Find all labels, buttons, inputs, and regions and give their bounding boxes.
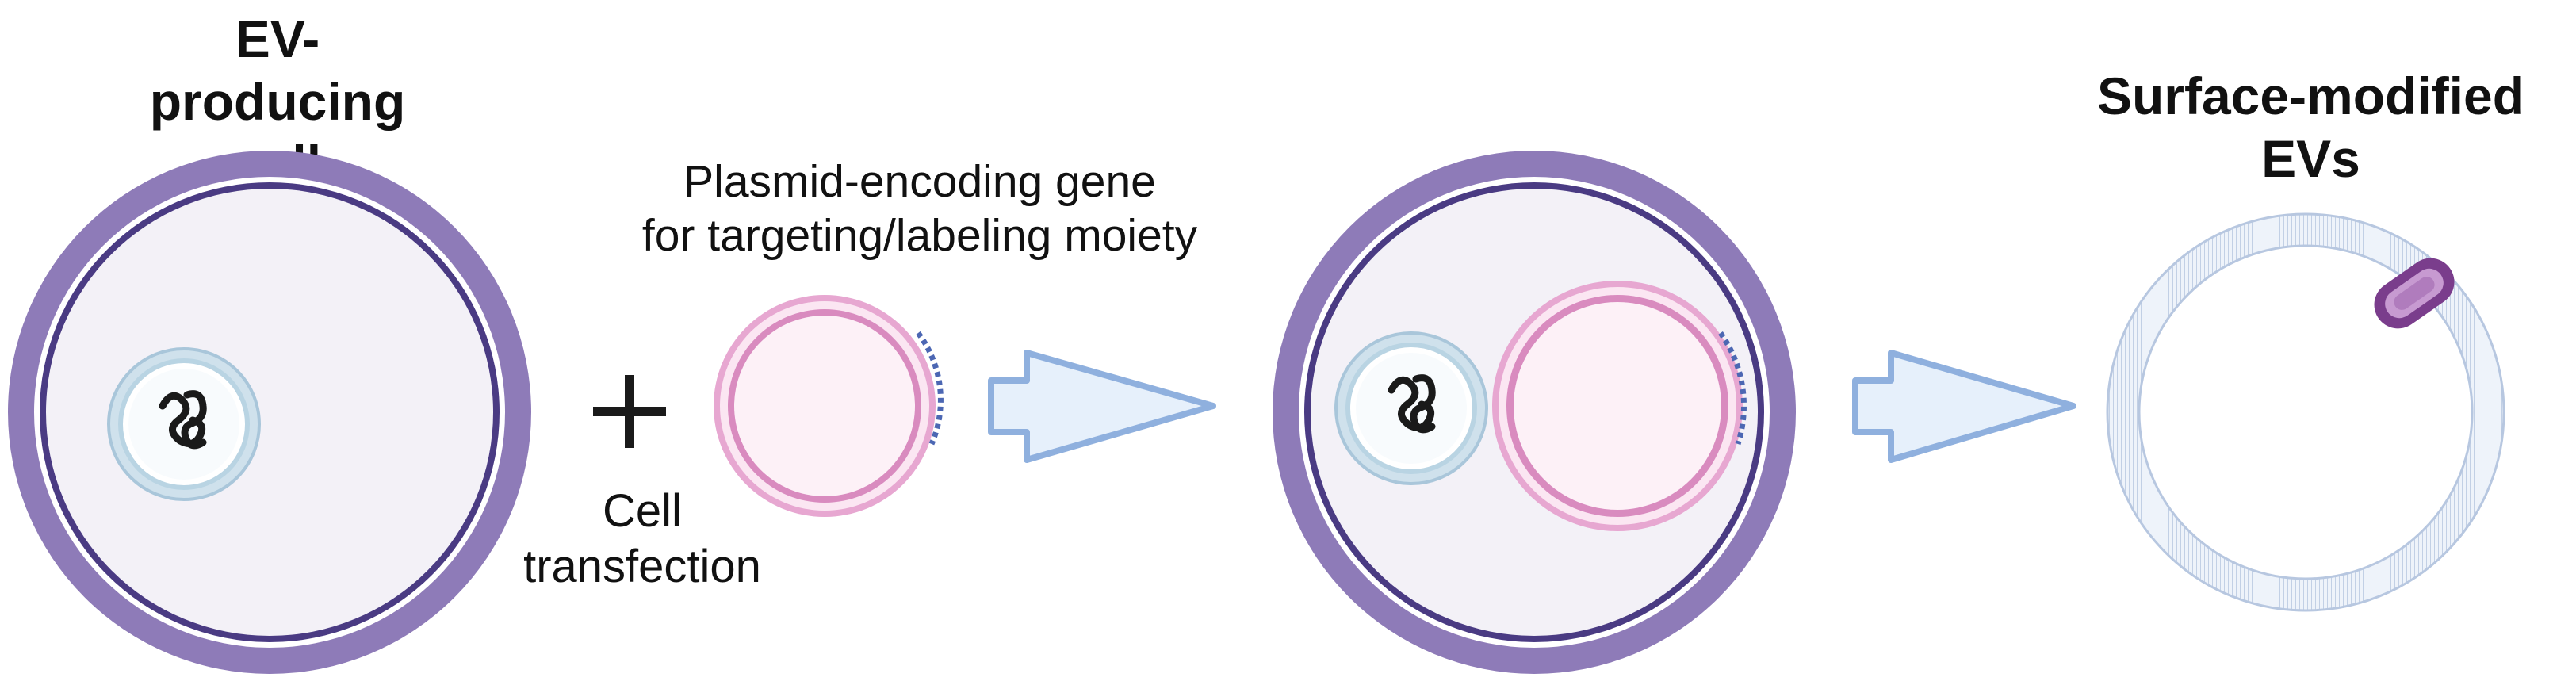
cell-cytoplasm [46, 189, 493, 636]
surface-modified-ev [2106, 212, 2505, 612]
cell-transfection-label: Cell transfection [507, 484, 777, 594]
plasmid-caption: Plasmid-encoding gene for targeting/labe… [563, 155, 1277, 263]
cell-transfection-line-1: Cell [603, 485, 682, 537]
title-surface-modified-evs-line-1: Surface-modified [2096, 67, 2525, 125]
arrow-2-icon [1852, 350, 2076, 463]
cell-transfection-line-2: transfection [523, 540, 761, 592]
transfected-cell [1273, 151, 1796, 674]
dna-icon-2 [1388, 374, 1436, 434]
nucleus-2 [1334, 331, 1488, 485]
arrow-1-icon [988, 350, 1216, 463]
plus-icon [593, 375, 666, 448]
ev-producing-cell [8, 151, 531, 674]
title-surface-modified-evs: Surface-modified EVs [2046, 65, 2576, 190]
plasmid-caption-line-1: Plasmid-encoding gene [683, 156, 1156, 207]
title-surface-modified-evs-line-2: EVs [2261, 129, 2360, 189]
plasmid-vesicle [714, 295, 944, 517]
plasmid-lumen [734, 316, 915, 496]
ev-lumen [2138, 244, 2474, 580]
nucleus [107, 347, 261, 501]
plasmid-caption-line-2: for targeting/labeling moiety [641, 210, 1198, 262]
dna-icon [159, 390, 207, 450]
internalized-plasmid [1492, 281, 1747, 531]
surface-protein-icon [2374, 258, 2455, 329]
